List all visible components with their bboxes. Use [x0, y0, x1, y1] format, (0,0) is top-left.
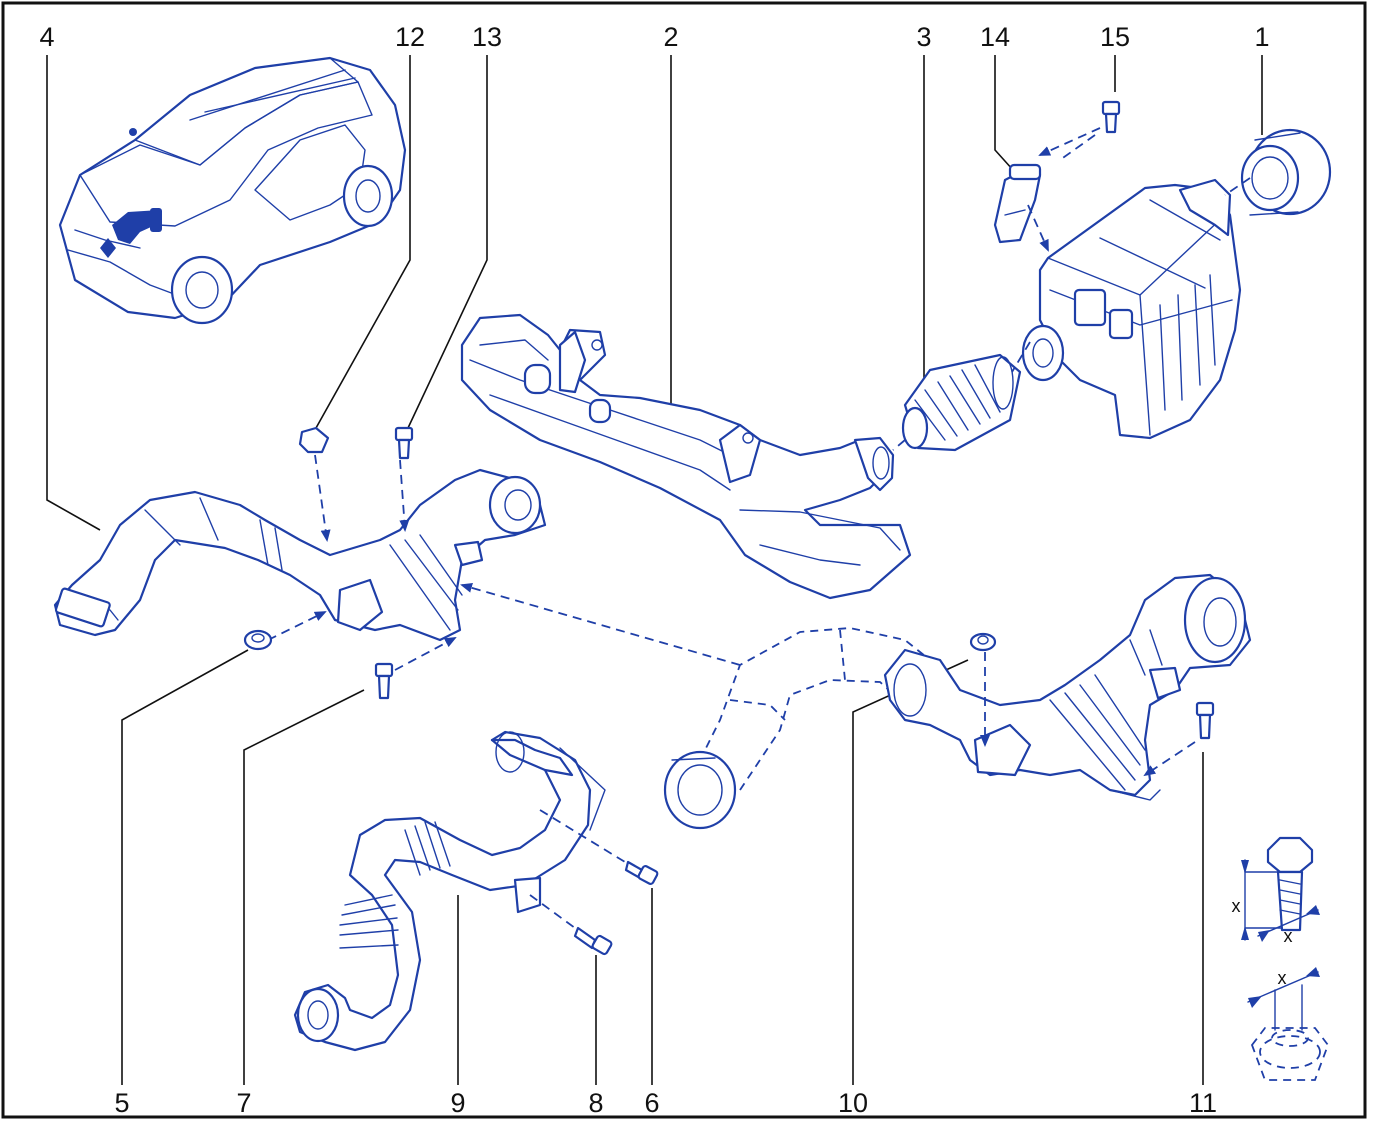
- leader-13: [407, 55, 488, 429]
- dim-label-bolt-diameter: x: [1284, 926, 1293, 946]
- hose-connector-10: [663, 750, 737, 830]
- assembly-arrows-lower: [529, 809, 626, 929]
- leader-12: [315, 55, 411, 429]
- clip-12: [298, 426, 330, 454]
- car-overview: [58, 56, 407, 325]
- bolt-13: [394, 426, 414, 460]
- callout-2: 2: [663, 22, 678, 52]
- leader-5: [121, 649, 249, 1085]
- dim-label-nut: x: [1278, 968, 1287, 988]
- callout-7: 7: [236, 1088, 251, 1118]
- mass-airflow-sensor: [993, 163, 1042, 244]
- sensor-screw: [1101, 100, 1121, 134]
- nut-5: [243, 629, 273, 651]
- callout-10: 10: [838, 1088, 868, 1118]
- lower-air-pipe: [293, 730, 606, 1052]
- callout-labels: 4 12 13 2 3 14 15 1 5 7 9 8 6 10 11: [39, 22, 1269, 1118]
- intake-ring: [1240, 128, 1332, 216]
- assembly-arrows-right: [980, 652, 1196, 777]
- callout-12: 12: [395, 22, 425, 52]
- callout-4: 4: [39, 22, 54, 52]
- intake-hose-assembly: [53, 468, 547, 642]
- callout-14: 14: [980, 22, 1010, 52]
- leader-4: [46, 55, 101, 531]
- callout-1: 1: [1254, 22, 1269, 52]
- assembly-arrows-left: [267, 454, 741, 671]
- dim-label-bolt-length: x: [1232, 896, 1241, 916]
- air-filter-box: [1021, 178, 1242, 440]
- leader-14: [994, 55, 1014, 171]
- callout-15: 15: [1100, 22, 1130, 52]
- callout-11: 11: [1189, 1088, 1217, 1118]
- air-intake-duct: [460, 313, 912, 600]
- callout-5: 5: [114, 1088, 129, 1118]
- bellows-hose: [901, 353, 1022, 452]
- turbo-pipe-assembly: [883, 573, 1252, 801]
- callout-3: 3: [916, 22, 931, 52]
- nut-10: [969, 632, 997, 652]
- bolt-11: [1195, 701, 1215, 740]
- bolt-6: [624, 860, 659, 885]
- leader-7: [243, 689, 365, 1085]
- callout-6: 6: [644, 1088, 659, 1118]
- ghost-hose-outline: [699, 627, 931, 791]
- bolt-dimension-icon: x x: [1232, 836, 1320, 946]
- bolt-8: [573, 926, 613, 956]
- assembly-arrows-top: [892, 127, 1251, 451]
- bolt-7: [374, 662, 394, 700]
- callout-8: 8: [588, 1088, 603, 1118]
- callout-13: 13: [472, 22, 502, 52]
- nut-dimension-icon: x: [1247, 967, 1330, 1081]
- callout-9: 9: [450, 1088, 465, 1118]
- frame-border: [1, 1, 1367, 1119]
